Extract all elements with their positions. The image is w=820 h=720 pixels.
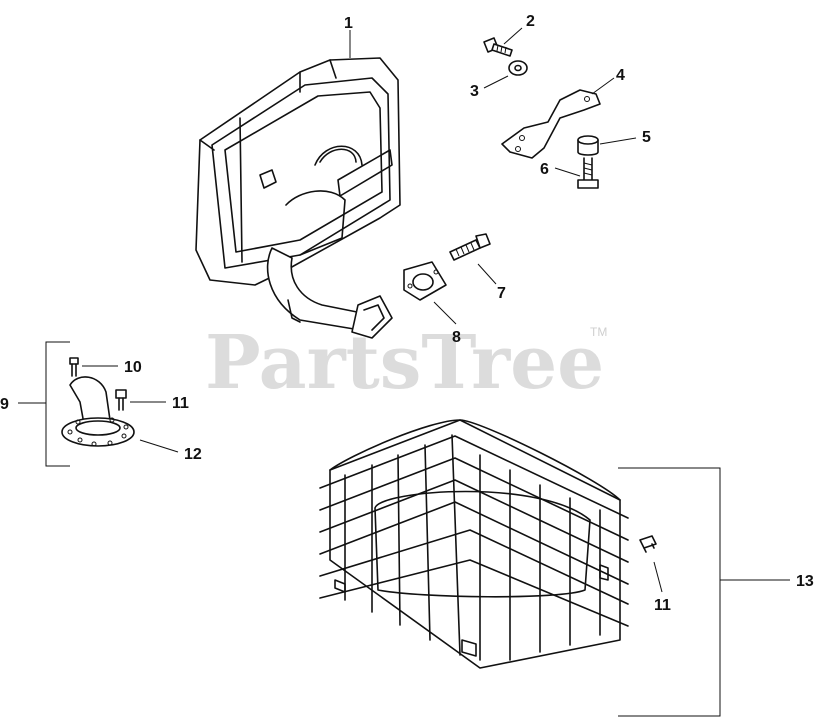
callout-3: 3 — [470, 83, 479, 100]
wire-guard-part-13[interactable] — [319, 419, 629, 669]
callout-5: 5 — [642, 129, 651, 146]
group-9-bracket — [45, 341, 70, 467]
bolt-part-2[interactable] — [483, 37, 513, 57]
watermark-text: PartsTree — [205, 320, 604, 406]
gasket-part-8[interactable] — [403, 261, 447, 301]
bolt-part-11-right[interactable] — [639, 535, 657, 553]
callout-11-left: 11 — [172, 395, 189, 412]
callout-9: 9 — [0, 396, 9, 413]
callout-8: 8 — [452, 329, 461, 346]
callout-12: 12 — [184, 446, 202, 463]
callout-4: 4 — [616, 67, 625, 84]
bracket-part-4[interactable] — [501, 89, 601, 159]
callout-11-right: 11 — [654, 597, 671, 614]
exhaust-elbow-part-12[interactable] — [61, 376, 135, 447]
bolt-part-11-left[interactable] — [115, 389, 127, 411]
bolt-part-10[interactable] — [69, 357, 79, 377]
washer-part-3[interactable] — [508, 60, 528, 76]
callout-6: 6 — [540, 161, 549, 178]
screw-part-7[interactable] — [449, 233, 491, 261]
callout-1: 1 — [344, 15, 353, 32]
watermark-trademark: TM — [590, 325, 607, 339]
callout-10: 10 — [124, 359, 142, 376]
callout-7: 7 — [497, 285, 506, 302]
muffler-part[interactable] — [195, 57, 401, 339]
callout-2: 2 — [526, 13, 535, 30]
bolt-part-6[interactable] — [577, 157, 599, 189]
callout-13: 13 — [796, 573, 814, 590]
spacer-part-5[interactable] — [577, 135, 599, 156]
leader-lines — [82, 27, 663, 593]
group-13-bracket — [618, 467, 721, 717]
